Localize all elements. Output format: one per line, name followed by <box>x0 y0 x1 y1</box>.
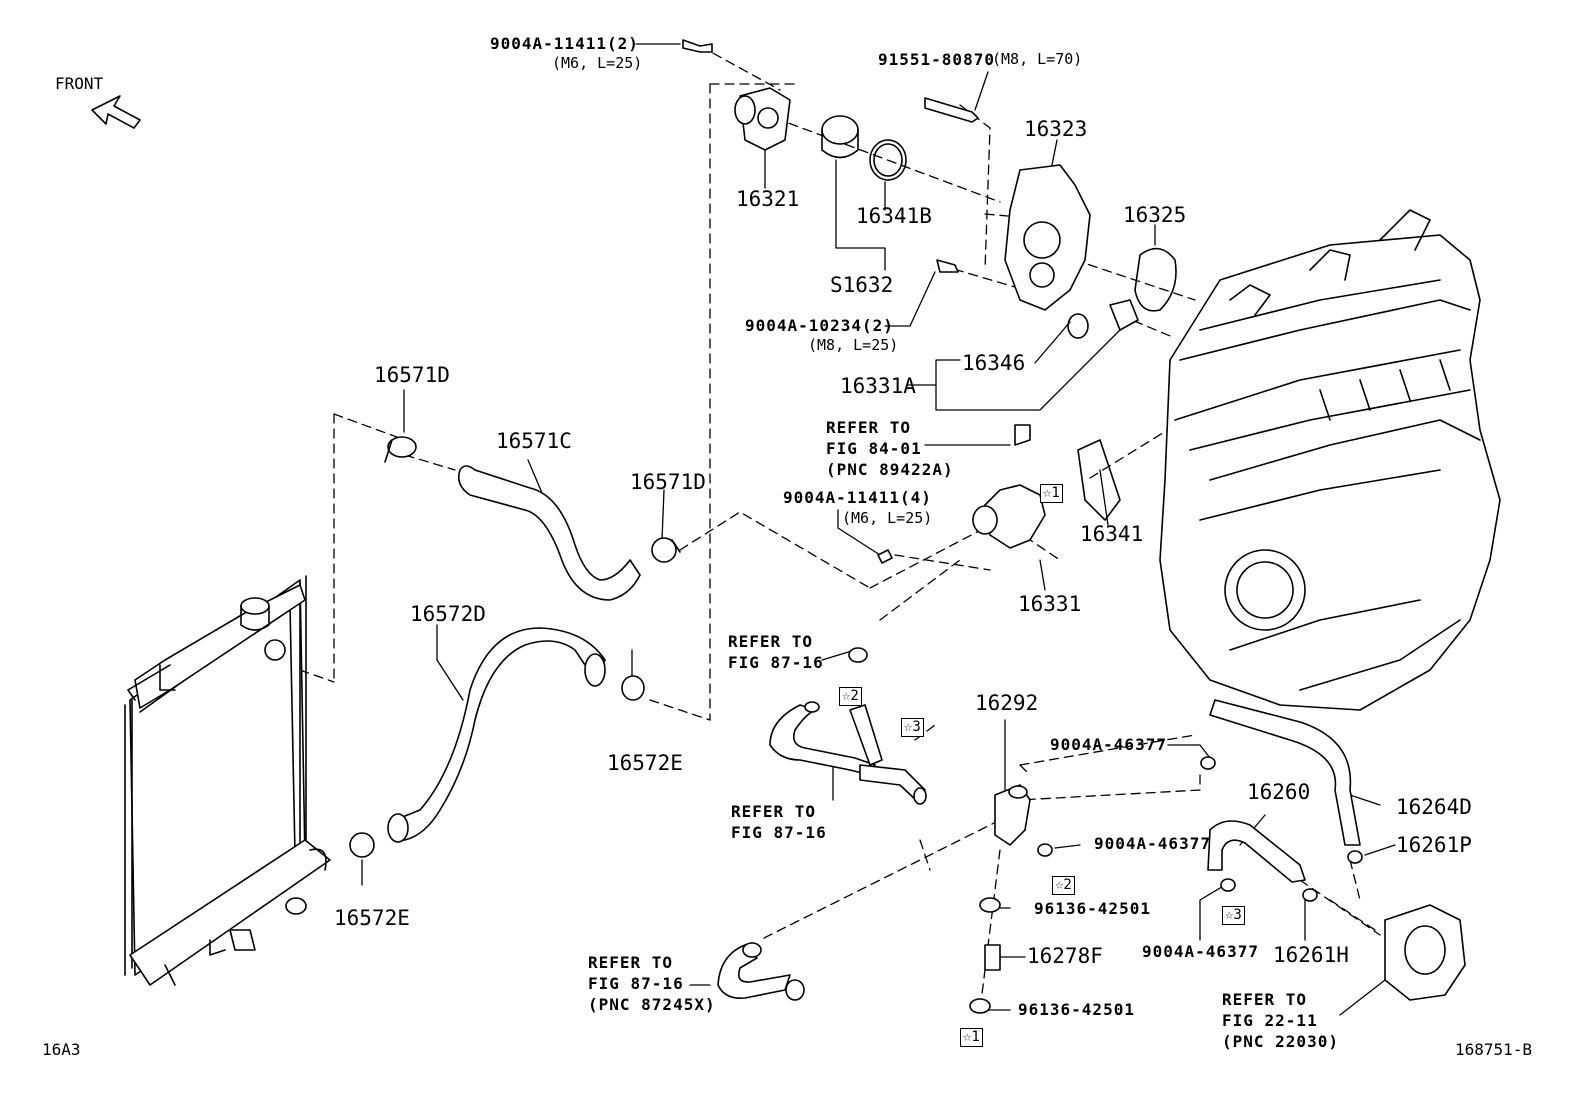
star-marker: ☆3 <box>901 718 924 737</box>
part-label[interactable]: 16571D <box>374 363 450 387</box>
long-bolt <box>925 98 978 122</box>
bolt-top <box>683 40 712 52</box>
star-marker: ☆2 <box>1052 876 1075 895</box>
clamp-16571d-upper <box>385 437 416 462</box>
part-label[interactable]: 9004A-11411(2) <box>490 34 639 53</box>
refer-line: REFER TO <box>728 632 814 651</box>
part-label[interactable]: 91551-80870 <box>878 50 995 69</box>
small-clamps <box>286 757 1362 1013</box>
engine-block <box>1160 210 1500 710</box>
refer-line: FIG 87-16 <box>731 823 827 842</box>
bolt-9004a-11411-4 <box>878 550 892 563</box>
refer-line: FIG 87-16 <box>588 974 684 993</box>
gasket-16341b <box>870 140 906 180</box>
part-spec: (M6, L=25) <box>552 54 643 72</box>
oring-16346 <box>1068 314 1088 338</box>
part-label[interactable]: 16341B <box>856 204 932 228</box>
refer-note[interactable]: REFER TO FIG 87-16 (PNC 87245X) <box>588 952 716 1015</box>
gasket-16341 <box>1078 440 1120 520</box>
refer-line: REFER TO <box>588 953 674 972</box>
part-label[interactable]: 16571C <box>496 429 572 453</box>
thermostat-s1632 <box>822 116 858 158</box>
clamp-16572e-upper <box>622 676 644 700</box>
figure-number: 168751-B <box>1455 1040 1533 1059</box>
refer-line: FIG 84-01 <box>826 439 922 458</box>
refer-note[interactable]: REFER TO FIG 87-16 <box>728 631 824 673</box>
part-label[interactable]: 16323 <box>1024 117 1088 141</box>
part-spec: (M8, L=25) <box>808 336 899 354</box>
throttle-body-22030 <box>1385 905 1465 1000</box>
part-label[interactable]: 16260 <box>1247 780 1311 804</box>
part-label[interactable]: 9004A-46377 <box>1094 834 1211 853</box>
hose-87245x <box>718 943 804 1000</box>
water-outlet-16331 <box>973 485 1045 548</box>
refer-line: (PNC 87245X) <box>588 995 716 1014</box>
hose-16572d <box>388 628 605 842</box>
part-label[interactable]: 16572E <box>607 751 683 775</box>
refer-line: REFER TO <box>826 418 912 437</box>
part-label[interactable]: 16292 <box>975 691 1039 715</box>
water-inlet-16321 <box>735 88 790 150</box>
gasket-16325 <box>1135 249 1176 311</box>
refer-note[interactable]: REFER TO FIG 87-16 <box>731 801 827 843</box>
star-marker: ☆1 <box>960 1028 983 1047</box>
hose-16571c <box>459 466 640 600</box>
part-label[interactable]: 16264D <box>1396 795 1472 819</box>
hose-16264d <box>1210 700 1360 845</box>
part-label[interactable]: 16331 <box>1018 592 1082 616</box>
part-label[interactable]: 16572E <box>334 906 410 930</box>
part-spec: (M8, L=70) <box>992 50 1083 68</box>
refer-line: FIG 87-16 <box>728 653 824 672</box>
part-label[interactable]: 16261H <box>1273 943 1349 967</box>
fitting-16331a <box>1110 300 1138 330</box>
union-16292 <box>995 785 1030 845</box>
housing-16323 <box>1005 165 1090 310</box>
refer-note[interactable]: REFER TO FIG 22-11 (PNC 22030) <box>1222 989 1339 1052</box>
part-label[interactable]: 16572D <box>410 602 486 626</box>
part-label[interactable]: 16325 <box>1123 203 1187 227</box>
part-label[interactable]: 96136-42501 <box>1034 899 1151 918</box>
refer-line: (PNC 22030) <box>1222 1032 1339 1051</box>
star-marker: ☆3 <box>1222 906 1245 925</box>
part-label[interactable]: 16346 <box>962 351 1026 375</box>
bolt-9004a-10234 <box>937 260 958 272</box>
refer-line: REFER TO <box>731 802 817 821</box>
part-label[interactable]: 9004A-46377 <box>1142 942 1259 961</box>
part-label[interactable]: 16321 <box>736 187 800 211</box>
figure-section-code: 16A3 <box>42 1040 81 1059</box>
bypass-hose-left <box>770 648 926 804</box>
part-label[interactable]: 16341 <box>1080 522 1144 546</box>
hose-16260 <box>1208 821 1305 882</box>
front-label: FRONT <box>55 74 104 93</box>
radiator-drawing <box>125 576 330 985</box>
clamp-16572e-lower <box>350 833 374 857</box>
refer-line: REFER TO <box>1222 990 1308 1009</box>
part-label[interactable]: 9004A-46377 <box>1050 735 1167 754</box>
part-label[interactable]: 9004A-11411(4) <box>783 488 932 507</box>
part-label[interactable]: S1632 <box>830 273 894 297</box>
refer-note[interactable]: REFER TO FIG 84-01 (PNC 89422A) <box>826 417 954 480</box>
front-arrow-icon <box>92 96 140 128</box>
part-label[interactable]: 16278F <box>1027 944 1103 968</box>
part-spec: (M6, L=25) <box>842 509 933 527</box>
clamp-16571d-lower <box>652 538 680 562</box>
part-label[interactable]: 16571D <box>630 470 706 494</box>
sensor-89422a <box>1015 425 1030 445</box>
star-marker: ☆2 <box>839 687 862 706</box>
part-label[interactable]: 9004A-10234(2) <box>745 316 894 335</box>
refer-line: (PNC 89422A) <box>826 460 954 479</box>
refer-line: FIG 22-11 <box>1222 1011 1318 1030</box>
part-label[interactable]: 16261P <box>1396 833 1472 857</box>
part-label[interactable]: 16331A <box>840 374 916 398</box>
part-label[interactable]: 96136-42501 <box>1018 1000 1135 1019</box>
star-marker: ☆1 <box>1040 484 1063 503</box>
